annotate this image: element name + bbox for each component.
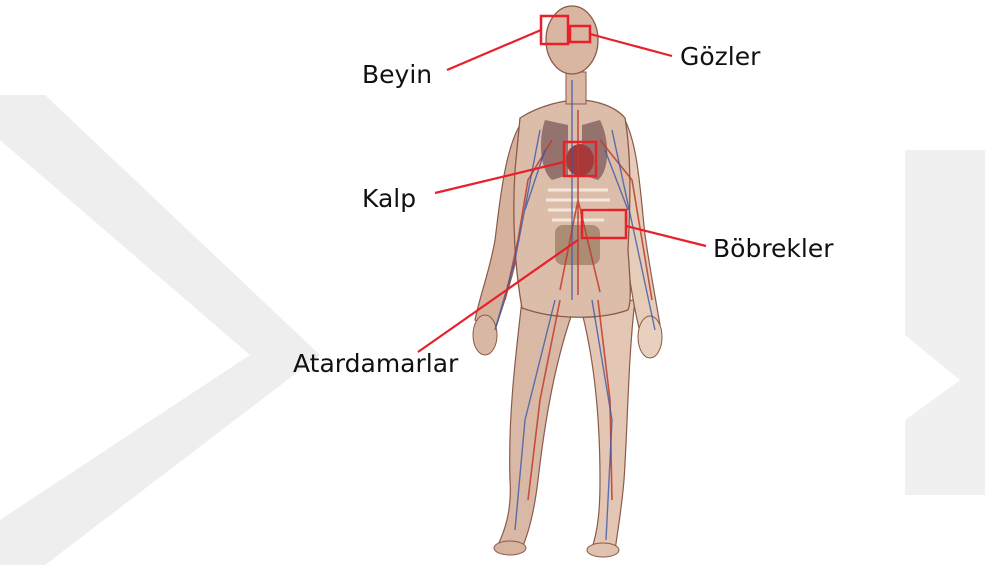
kidneys-label: Böbrekler	[713, 236, 834, 261]
brain-label: Beyin	[362, 62, 432, 87]
heart-label: Kalp	[362, 186, 416, 211]
human-figure	[473, 6, 662, 557]
brain-leader	[447, 30, 541, 70]
arteries-label: Atardamarlar	[293, 351, 458, 376]
eyes-label: Gözler	[680, 44, 760, 69]
left-foot	[494, 541, 526, 555]
right-hand	[638, 316, 662, 358]
eyes-leader	[590, 34, 672, 56]
heart-organ	[566, 144, 594, 176]
neck	[566, 72, 586, 104]
right-foot	[587, 543, 619, 557]
left-hand	[473, 315, 497, 355]
